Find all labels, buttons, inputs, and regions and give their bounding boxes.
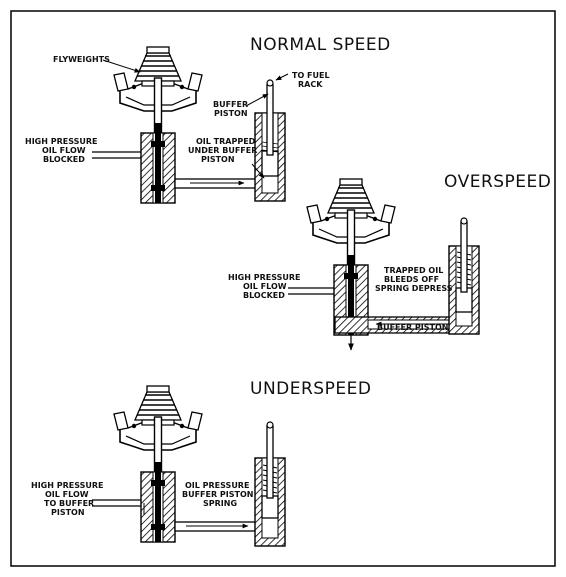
- label-hp-under-4: PISTON: [51, 508, 85, 517]
- label-trapped-1: TRAPPED OIL: [384, 266, 443, 275]
- overspeed-title: OVERSPEED: [444, 172, 551, 192]
- normal-speed-panel: NORMAL SPEED FLYWEIGHTS TO FUEL RACK BUF…: [25, 35, 391, 204]
- label-oil-trapped-3: PISTON: [201, 155, 235, 164]
- label-oil-pressure-1: OIL PRESSURE: [185, 481, 249, 490]
- normal-speed-title: NORMAL SPEED: [250, 35, 391, 55]
- underspeed-title: UNDERSPEED: [250, 379, 371, 399]
- label-hp-normal-2: OIL FLOW: [42, 146, 86, 155]
- label-to-fuel-2: RACK: [298, 80, 323, 89]
- label-buffer-piston-over: BUFFER PISTON: [377, 323, 449, 332]
- label-oil-pressure-3: SPRING: [203, 499, 237, 508]
- outer-border: [10, 10, 556, 567]
- label-flyweights: FLYWEIGHTS: [53, 55, 110, 64]
- label-hp-over-1: HIGH PRESSURE: [228, 273, 301, 282]
- label-trapped-2: BLEEDS OFF: [384, 275, 439, 284]
- label-to-fuel-1: TO FUEL: [292, 71, 330, 80]
- label-buffer-2: PISTON: [214, 109, 248, 118]
- label-buffer-1: BUFFER: [213, 100, 248, 109]
- label-trapped-3: SPRING DEPRESS: [375, 284, 453, 293]
- underspeed-panel: UNDERSPEED HIGH PRESSURE OIL FLOW TO BUF…: [31, 379, 371, 547]
- label-hp-over-2: OIL FLOW: [243, 282, 287, 291]
- label-hp-over-3: BLOCKED: [243, 291, 285, 300]
- overspeed-panel: OVERSPEED HIGH PRESSURE OIL FLOW BLOCKED…: [228, 172, 551, 351]
- label-oil-trapped-2: UNDER BUFFER: [188, 146, 257, 155]
- label-hp-normal-1: HIGH PRESSURE: [25, 137, 98, 146]
- label-hp-under-3: TO BUFFER: [44, 499, 94, 508]
- label-oil-trapped-1: OIL TRAPPED: [196, 137, 256, 146]
- label-hp-normal-3: BLOCKED: [43, 155, 85, 164]
- label-hp-under-1: HIGH PRESSURE: [31, 481, 104, 490]
- label-hp-under-2: OIL FLOW: [45, 490, 89, 499]
- label-oil-pressure-2: BUFFER PISTON: [182, 490, 254, 499]
